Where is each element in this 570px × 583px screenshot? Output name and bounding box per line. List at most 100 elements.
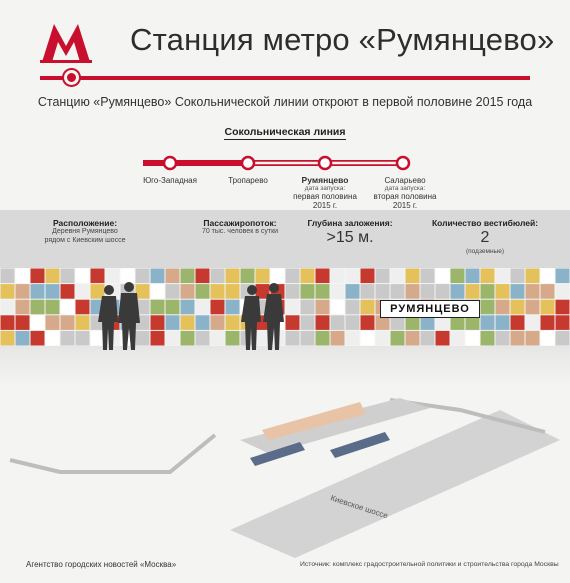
wall-tile xyxy=(30,284,45,299)
wall-tile xyxy=(225,299,240,315)
wall-tile xyxy=(165,330,180,346)
wall-tile xyxy=(0,299,15,315)
wall-tile xyxy=(15,284,30,299)
wall-tile xyxy=(75,299,90,315)
footer-agency: Агентство городских новостей «Москва» xyxy=(26,560,177,569)
wall-tile xyxy=(360,284,375,299)
wall-tile xyxy=(390,284,405,299)
wall-tile xyxy=(555,330,570,346)
wall-tile xyxy=(495,284,510,299)
wall-tile xyxy=(540,315,555,330)
wall-tile xyxy=(150,299,165,315)
wall-tile xyxy=(510,330,525,346)
wall-tile xyxy=(330,299,345,315)
info-depth: Глубина заложения: >15 м. xyxy=(300,218,400,248)
wall-tile xyxy=(270,268,285,284)
wall-tile xyxy=(195,284,210,299)
wall-tile xyxy=(405,330,420,346)
wall-tile xyxy=(540,299,555,315)
wall-tile xyxy=(75,268,90,284)
wall-tile xyxy=(15,330,30,346)
station-note-label: дата запуска: xyxy=(384,185,426,192)
wall-tile xyxy=(165,268,180,284)
wall-tile xyxy=(495,330,510,346)
station-name: Тропарево xyxy=(228,176,268,185)
wall-tile xyxy=(135,299,150,315)
wall-tile xyxy=(465,268,480,284)
wall-tile xyxy=(465,284,480,299)
title-divider-dot xyxy=(64,70,79,85)
station-marker-troparevo xyxy=(240,155,256,171)
wall-tile xyxy=(225,284,240,299)
wall-tile xyxy=(150,330,165,346)
wall-tile xyxy=(255,268,270,284)
wall-tile xyxy=(375,330,390,346)
wall-tile xyxy=(450,268,465,284)
wall-tile xyxy=(150,268,165,284)
wall-tile xyxy=(435,284,450,299)
info-value: Деревня Румянцево xyxy=(52,228,118,235)
wall-tile xyxy=(225,268,240,284)
wall-tile xyxy=(120,268,135,284)
wall-tile xyxy=(285,268,300,284)
wall-tile xyxy=(480,299,495,315)
wall-tile xyxy=(360,268,375,284)
info-value: рядом с Киевским шоссе xyxy=(44,236,126,244)
wall-tile xyxy=(510,268,525,284)
wall-tile xyxy=(165,315,180,330)
info-label: Расположение: xyxy=(52,218,118,228)
wall-tile xyxy=(225,315,240,330)
platform-hall xyxy=(240,398,430,454)
wall-tile xyxy=(495,268,510,284)
wall-tile xyxy=(510,299,525,315)
station-marker-salaryevo xyxy=(395,155,411,171)
wall-tile xyxy=(45,330,60,346)
wall-tile xyxy=(105,268,120,284)
wall-tile xyxy=(300,315,315,330)
wall-tile xyxy=(330,315,345,330)
wall-tile xyxy=(0,284,15,299)
page-title: Станция метро «Румянцево» xyxy=(130,22,555,57)
wall-tile xyxy=(60,299,75,315)
wall-tile xyxy=(285,299,300,315)
wall-tile xyxy=(30,299,45,315)
wall-tile xyxy=(75,330,90,346)
wall-tile xyxy=(345,315,360,330)
wall-tile xyxy=(180,315,195,330)
wall-tile xyxy=(15,299,30,315)
wall-tile xyxy=(555,268,570,284)
info-lobbies: Количество вестибюлей: 2 (подземные) xyxy=(425,218,545,255)
wall-tile xyxy=(315,299,330,315)
wall-tile xyxy=(0,315,15,330)
wall-tile xyxy=(360,315,375,330)
wall-tile xyxy=(180,284,195,299)
wall-tile xyxy=(150,284,165,299)
wall-tile xyxy=(525,315,540,330)
wall-tile xyxy=(285,315,300,330)
wall-tile xyxy=(240,268,255,284)
wall-tile xyxy=(375,268,390,284)
wall-tile xyxy=(375,315,390,330)
wall-tile xyxy=(360,299,375,315)
wall-tile xyxy=(195,268,210,284)
wall-tile xyxy=(90,268,105,284)
info-value: 70 тыс. человек в сутки xyxy=(201,228,279,235)
station-name: Румянцево xyxy=(301,175,349,185)
route-diagram: Юго-Западная Тропарево Румянцево дата за… xyxy=(0,146,570,216)
wall-tile xyxy=(375,284,390,299)
wall-tile xyxy=(480,315,495,330)
station-scheme-map: Киевское шоссе xyxy=(9,398,560,558)
wall-tile xyxy=(450,284,465,299)
wall-tile xyxy=(405,315,420,330)
wall-tile xyxy=(60,284,75,299)
wall-tile xyxy=(330,330,345,346)
wall-tile xyxy=(555,299,570,315)
metro-m-icon xyxy=(40,24,92,63)
wall-tile xyxy=(45,315,60,330)
station-label-yugo-zapadnaya: Юго-Западная xyxy=(140,176,200,185)
wall-tile xyxy=(210,284,225,299)
info-location: Расположение: Деревня Румянцево рядом с … xyxy=(30,218,140,245)
wall-tile xyxy=(90,330,105,346)
wall-tile xyxy=(390,315,405,330)
wall-tile xyxy=(495,299,510,315)
